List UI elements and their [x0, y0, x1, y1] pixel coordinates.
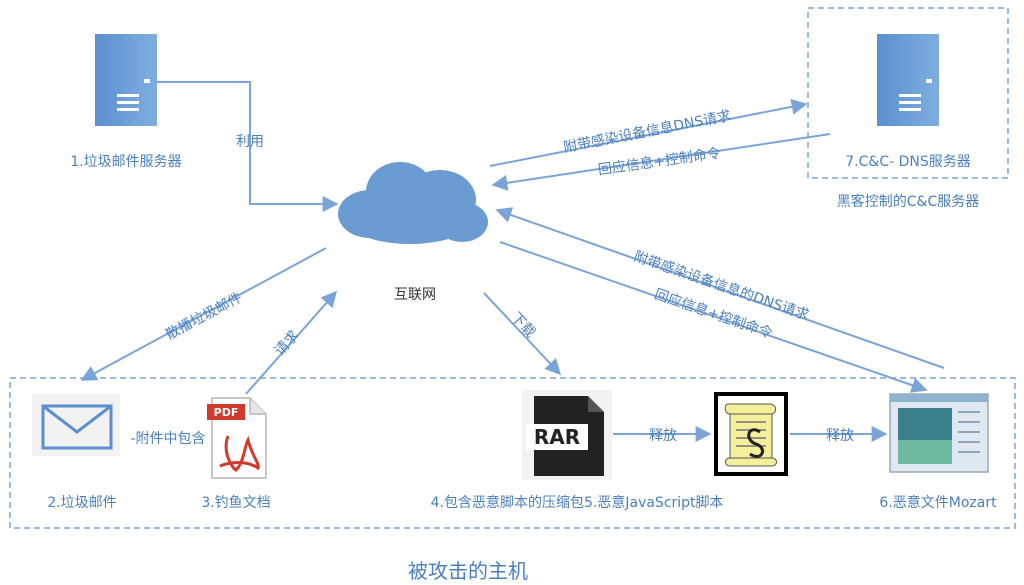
edge-use [157, 81, 339, 212]
edge-request-label: 请求 [272, 328, 303, 360]
rar-archive-icon: RAR [522, 390, 612, 480]
edge-request [245, 290, 338, 395]
cc-group-label: 黑客控制的C&C服务器 [837, 193, 979, 210]
edge-spread [80, 247, 327, 381]
edge-reply-bottom [499, 241, 928, 393]
edge-spread-label: 散播垃圾邮件 [163, 290, 245, 344]
edge-release-2-label: 释放 [826, 428, 854, 444]
victim-host-label: 被攻击的主机 [408, 559, 528, 583]
rar-label: 4.包含恶意脚本的压缩包 [431, 494, 584, 511]
edge-dns-request-bottom [495, 207, 945, 369]
cc-server-group-box [807, 7, 1009, 179]
pdf-icon-label: PDF [214, 406, 239, 419]
edge-release-1-label: 释放 [649, 428, 677, 444]
spam-server-icon [95, 34, 157, 126]
internet-cloud-icon [338, 162, 488, 244]
mozart-label: 6.恶意文件Mozart [879, 494, 997, 511]
spam-mail-label: 2.垃圾邮件 [47, 495, 116, 511]
edge-reply-top [491, 133, 831, 191]
cc-server-icon [877, 34, 939, 126]
javascript-script-icon [714, 392, 788, 476]
pdf-document-icon: PDF [207, 397, 267, 479]
edge-attach-label: -附件中包含 [130, 431, 205, 447]
edge-reply-top-label: 回应信息+控制命令 [597, 145, 722, 179]
internet-label: 互联网 [394, 287, 436, 303]
cc-server-label: 7.C&C- DNS服务器 [845, 154, 970, 170]
edge-dns-request-top [489, 98, 808, 167]
edge-download-label: 下载 [508, 310, 539, 341]
spam-mail-icon [32, 394, 120, 456]
rar-icon-label: RAR [534, 425, 580, 449]
spam-server-label: 1.垃圾邮件服务器 [70, 154, 181, 170]
js-label: 5.恶意JavaScript脚本 [584, 494, 724, 511]
edge-download [483, 292, 562, 376]
edge-use-label: 利用 [236, 134, 264, 150]
mozart-file-icon [889, 393, 989, 473]
victim-host-box [9, 377, 1016, 529]
phish-doc-label: 3.钓鱼文档 [201, 494, 270, 511]
